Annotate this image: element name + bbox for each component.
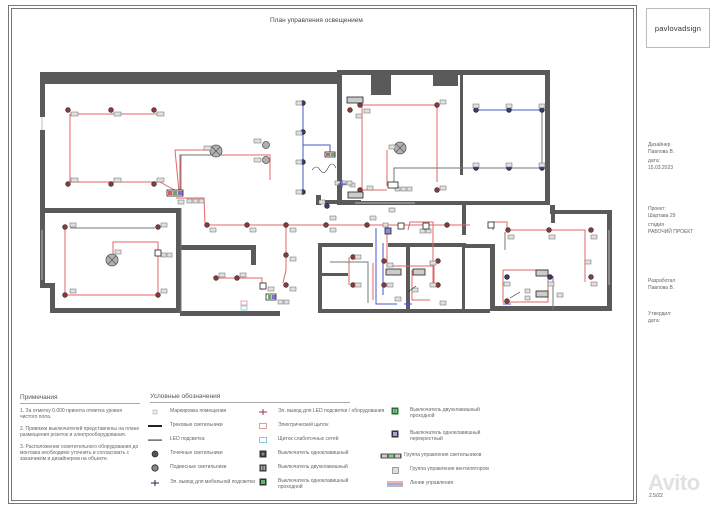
sheet-frame-outer	[8, 5, 637, 504]
legend-item-switch-single-cross: Выключатель одноклавишный перекрестный	[386, 430, 492, 442]
company-logo: pavlovadsign	[646, 8, 710, 48]
switch-double-pass-icon	[386, 407, 404, 415]
designer-label: Дизайнер	[648, 142, 671, 148]
project-label: Проект:	[648, 206, 666, 212]
legend-item-control-line: Линии управления	[386, 480, 453, 488]
led-outlet-icon	[254, 408, 272, 416]
approval-stamp: Утвердил: дата:	[648, 311, 672, 324]
legend-item-furniture-outlet: Эл. вывод для мебельной подсветки	[146, 479, 255, 487]
legend-item-fan-group: Группа управления вентилятором	[386, 466, 489, 474]
developed-label: Разработал	[648, 278, 676, 284]
approved-label: Утвердил:	[648, 311, 672, 317]
control-line-icon	[386, 480, 404, 488]
designer-stamp: Дизайнер Павлова В. дата: 15.03.2023	[648, 142, 674, 171]
window-openings	[41, 117, 610, 285]
led-outlet-markers	[338, 180, 511, 308]
fixture-tags	[69, 99, 598, 306]
legend-item-led-strip: LED подсветка	[146, 436, 205, 444]
legend-item-electrical-panel: Электрический щиток	[254, 422, 328, 430]
legend-item-switch-single-pass: Выключатель одноклавишный проходной	[254, 478, 360, 490]
legend-item-spot-light: Точечные светильники	[146, 450, 223, 458]
stage-value: РАБОЧИЙ ПРОЕКТ	[648, 228, 694, 235]
legend-item-low-current-panel: Щиток слаботочных сетей	[254, 436, 338, 444]
legend-item-switch-double-pass: Выключатель двухклавишный проходной	[386, 407, 492, 419]
spot-lights	[62, 102, 594, 304]
furniture-outlet-icon	[146, 479, 164, 487]
light-group-icon	[380, 452, 402, 460]
switch-groups	[154, 96, 549, 301]
date-value: 15.03.2023	[648, 164, 674, 171]
legend-item-light-group: Группа управления светильников	[380, 452, 481, 460]
legend-item-room-marker: Маркировка помещения	[146, 408, 226, 416]
walls	[40, 70, 612, 316]
sheet-number: 2.5/22	[649, 493, 663, 499]
legend-item-led-outlet: Эл. вывод для LED подсветки / оборудован…	[254, 408, 384, 416]
switch-single-pass-icon	[254, 478, 272, 486]
legend-item-switch-single: Выключатель одноклавишный	[254, 450, 348, 458]
date-label: дата:	[648, 158, 660, 164]
legend-item-switch-double: Выключатель двухклавишный	[254, 464, 348, 472]
legend-item-track-light: Трековые светильники	[146, 422, 223, 430]
developer-stamp: Разработал Павлова В.	[648, 278, 675, 291]
legend-item-pendant-light: Подвесные светильники	[146, 464, 226, 472]
switch-single-cross-icon	[386, 430, 404, 438]
note-item: 1. За отметку 0.000 принята отметка уров…	[20, 408, 123, 421]
project-value: Шартава 29	[648, 212, 676, 219]
pendant-light-icon	[146, 464, 164, 472]
sheet-title: План управления освещением	[270, 17, 363, 24]
wiring-curves	[311, 163, 521, 299]
room-marker-icon	[146, 408, 164, 416]
developed-name: Павлова В.	[648, 284, 675, 291]
low-current-panel-icon	[254, 436, 272, 444]
switch-double-icon	[254, 464, 272, 472]
notes-title: Примечания	[20, 394, 140, 404]
pendant-crosses	[107, 143, 405, 265]
note-item: 3. Расположение осветительного оборудова…	[20, 443, 139, 463]
switch-single-icon	[254, 450, 272, 458]
stage-label: стадия	[648, 222, 664, 228]
led-strip-icon	[146, 436, 164, 444]
approved-date-label: дата:	[648, 317, 660, 324]
designer-name: Павлова В.	[648, 148, 675, 155]
sheet-frame-inner	[11, 8, 634, 501]
track-light-icon	[146, 422, 164, 430]
project-stamp: Проект: Шартава 29 стадия РАБОЧИЙ ПРОЕКТ	[648, 206, 693, 235]
electrical-panels	[240, 300, 248, 311]
fan-group-icon	[386, 466, 404, 474]
legend-title: Условные обозначения	[150, 393, 350, 403]
control-lines-blue	[302, 103, 542, 305]
spot-light-icon	[146, 450, 164, 458]
avito-watermark: Avito	[648, 470, 700, 495]
electrical-panel-icon	[254, 422, 272, 430]
note-item: 2. Привязки выключателей представлены на…	[20, 425, 140, 439]
notes-block: Примечания 1. За отметку 0.000 принята о…	[20, 394, 140, 468]
spot-lights-blue	[300, 100, 553, 280]
